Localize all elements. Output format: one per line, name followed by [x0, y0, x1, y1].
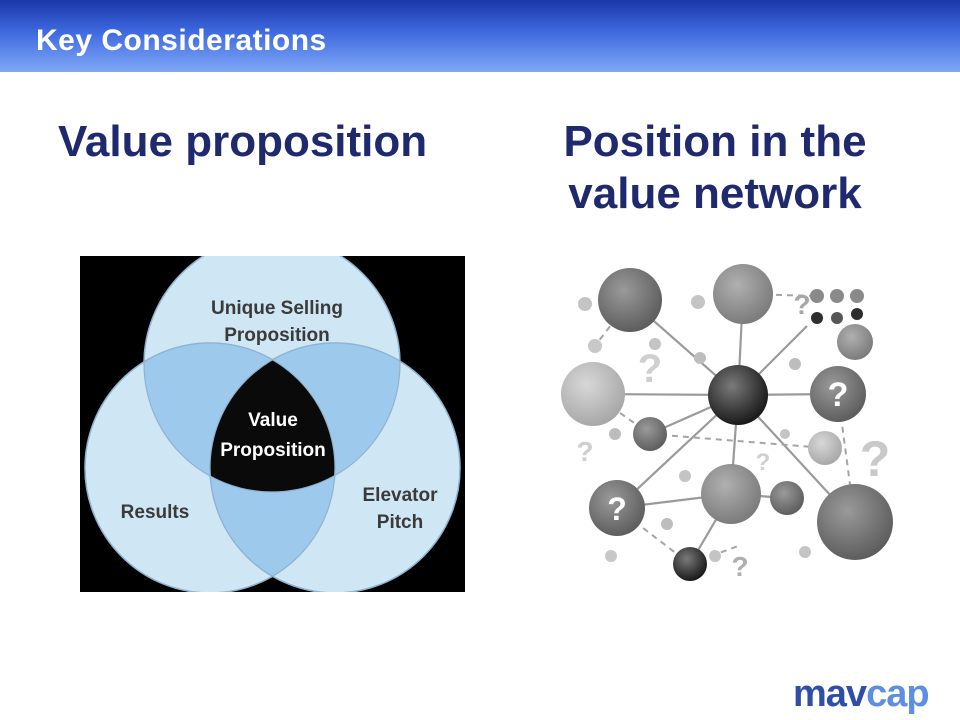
slide-title: Key Considerations: [36, 24, 327, 57]
venn-label-top-1: Unique Selling: [211, 298, 343, 319]
svg-text:?: ?: [607, 491, 627, 527]
venn-label-right-2: Pitch: [377, 512, 423, 533]
network-hub: [708, 365, 768, 425]
question-mark-icons: ? ? ? ? ? ? ? ?: [576, 289, 890, 582]
venn-label-top-2: Proposition: [224, 325, 330, 346]
svg-text:?: ?: [731, 551, 748, 582]
venn-label-left: Results: [121, 502, 190, 523]
svg-text:?: ?: [638, 347, 662, 391]
venn-diagram: Unique Selling Proposition Value Proposi…: [80, 256, 465, 592]
svg-text:?: ?: [793, 289, 810, 320]
venn-label-center-1: Value: [248, 410, 298, 431]
svg-text:?: ?: [576, 436, 593, 467]
value-network-heading-line1: Position in the: [563, 117, 867, 166]
value-network-heading-line2: value network: [568, 169, 862, 218]
logo-text-mav: mav: [793, 673, 867, 715]
mavcap-logo: mavcap: [793, 673, 943, 715]
network-nodes: [561, 264, 893, 581]
header-bar: Key Considerations: [0, 0, 960, 72]
value-proposition-heading: Value proposition: [58, 117, 428, 166]
logo-text-cap: cap: [866, 673, 929, 715]
value-network-heading: Position in the value network: [540, 116, 890, 220]
svg-text:?: ?: [756, 449, 771, 476]
svg-text:?: ?: [860, 431, 891, 487]
venn-label-right-1: Elevator: [363, 485, 439, 506]
svg-text:?: ?: [828, 376, 849, 414]
value-network-illustration: ? ? ? ? ? ? ? ?: [561, 264, 893, 582]
venn-center: [210, 343, 335, 492]
venn-label-center-2: Proposition: [220, 440, 326, 461]
